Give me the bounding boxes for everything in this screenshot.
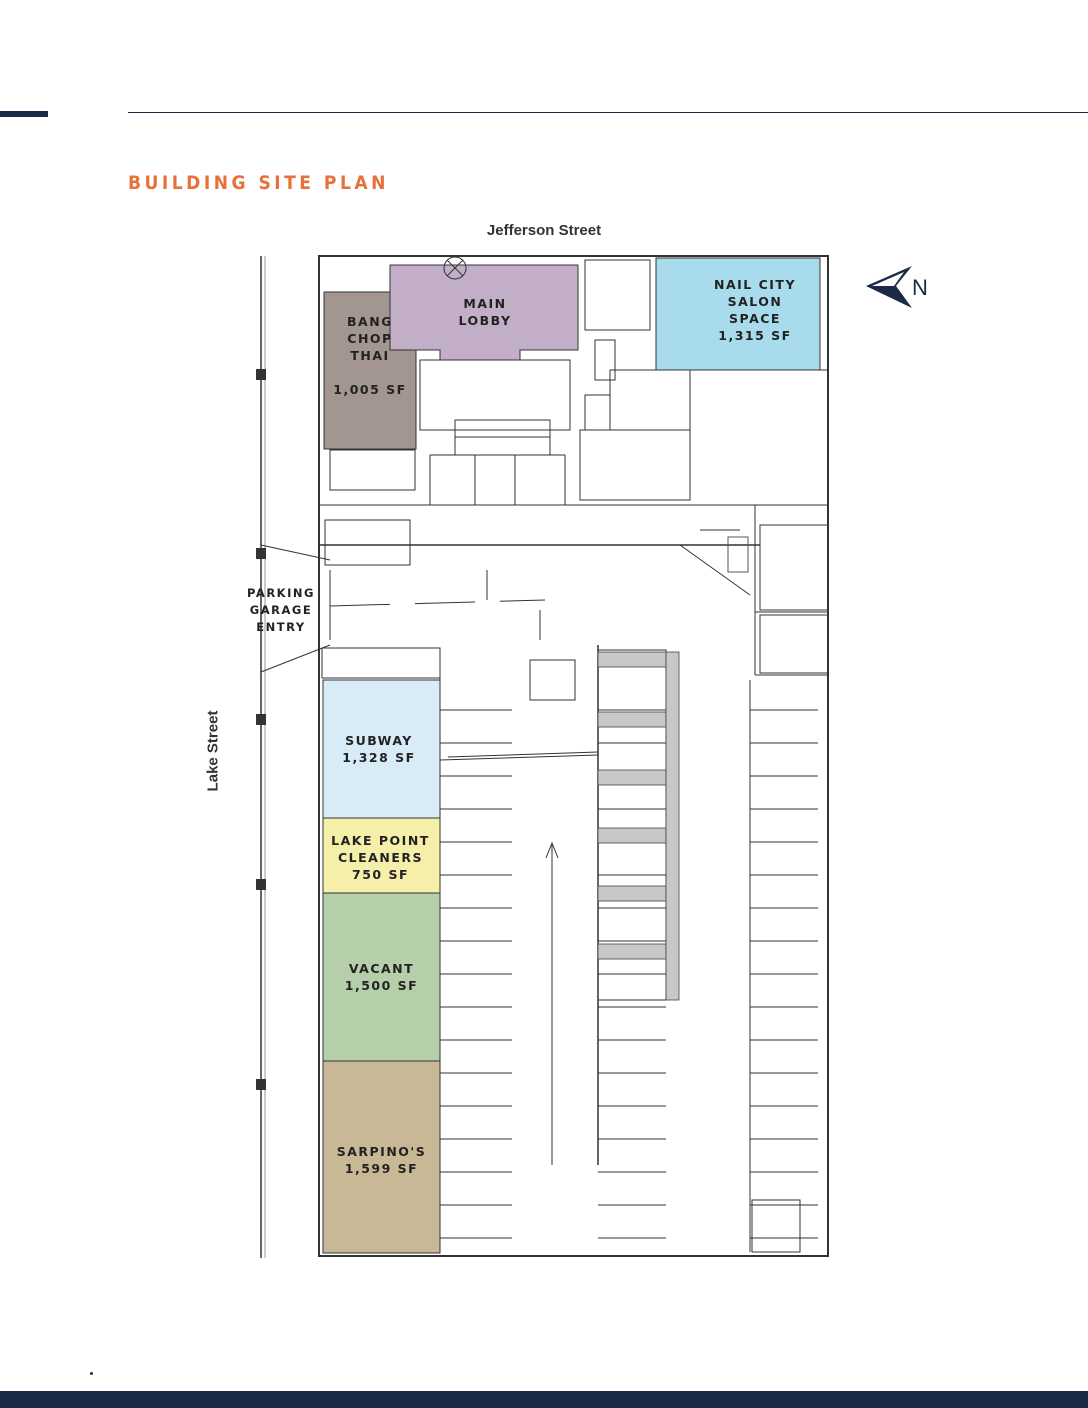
page-title: BUILDING SITE PLAN — [128, 172, 389, 194]
header-rule — [128, 112, 1088, 113]
nail-city-space — [655, 257, 821, 371]
label-main-lobby: MAIN LOBBY — [458, 296, 512, 328]
sarpinos-space — [322, 1060, 441, 1254]
street-label-jefferson: Jefferson Street — [486, 222, 602, 239]
footer-bar — [0, 1391, 1088, 1408]
compass-north-label: N — [912, 275, 928, 300]
label-sarpinos: SARPINO'S 1,599 SF — [336, 1144, 427, 1176]
north-arrow-icon — [866, 266, 912, 308]
label-nail-city: NAIL CITY SALON SPACE 1,315 SF — [713, 277, 796, 343]
label-bang-chop-thai: BANG CHOP THAI 1,005 SF — [333, 314, 407, 397]
header-accent-bar — [0, 111, 48, 117]
page-dot — [90, 1372, 93, 1375]
label-subway: SUBWAY 1,328 SF — [342, 733, 416, 765]
label-parking-entry: PARKING GARAGE ENTRY — [247, 586, 315, 634]
vacant-space — [322, 892, 441, 1062]
main-lobby-space — [389, 264, 579, 361]
label-lake-point: LAKE POINT CLEANERS 750 SF — [331, 833, 430, 882]
label-vacant: VACANT 1,500 SF — [344, 961, 419, 993]
lake-point-space — [322, 817, 441, 894]
